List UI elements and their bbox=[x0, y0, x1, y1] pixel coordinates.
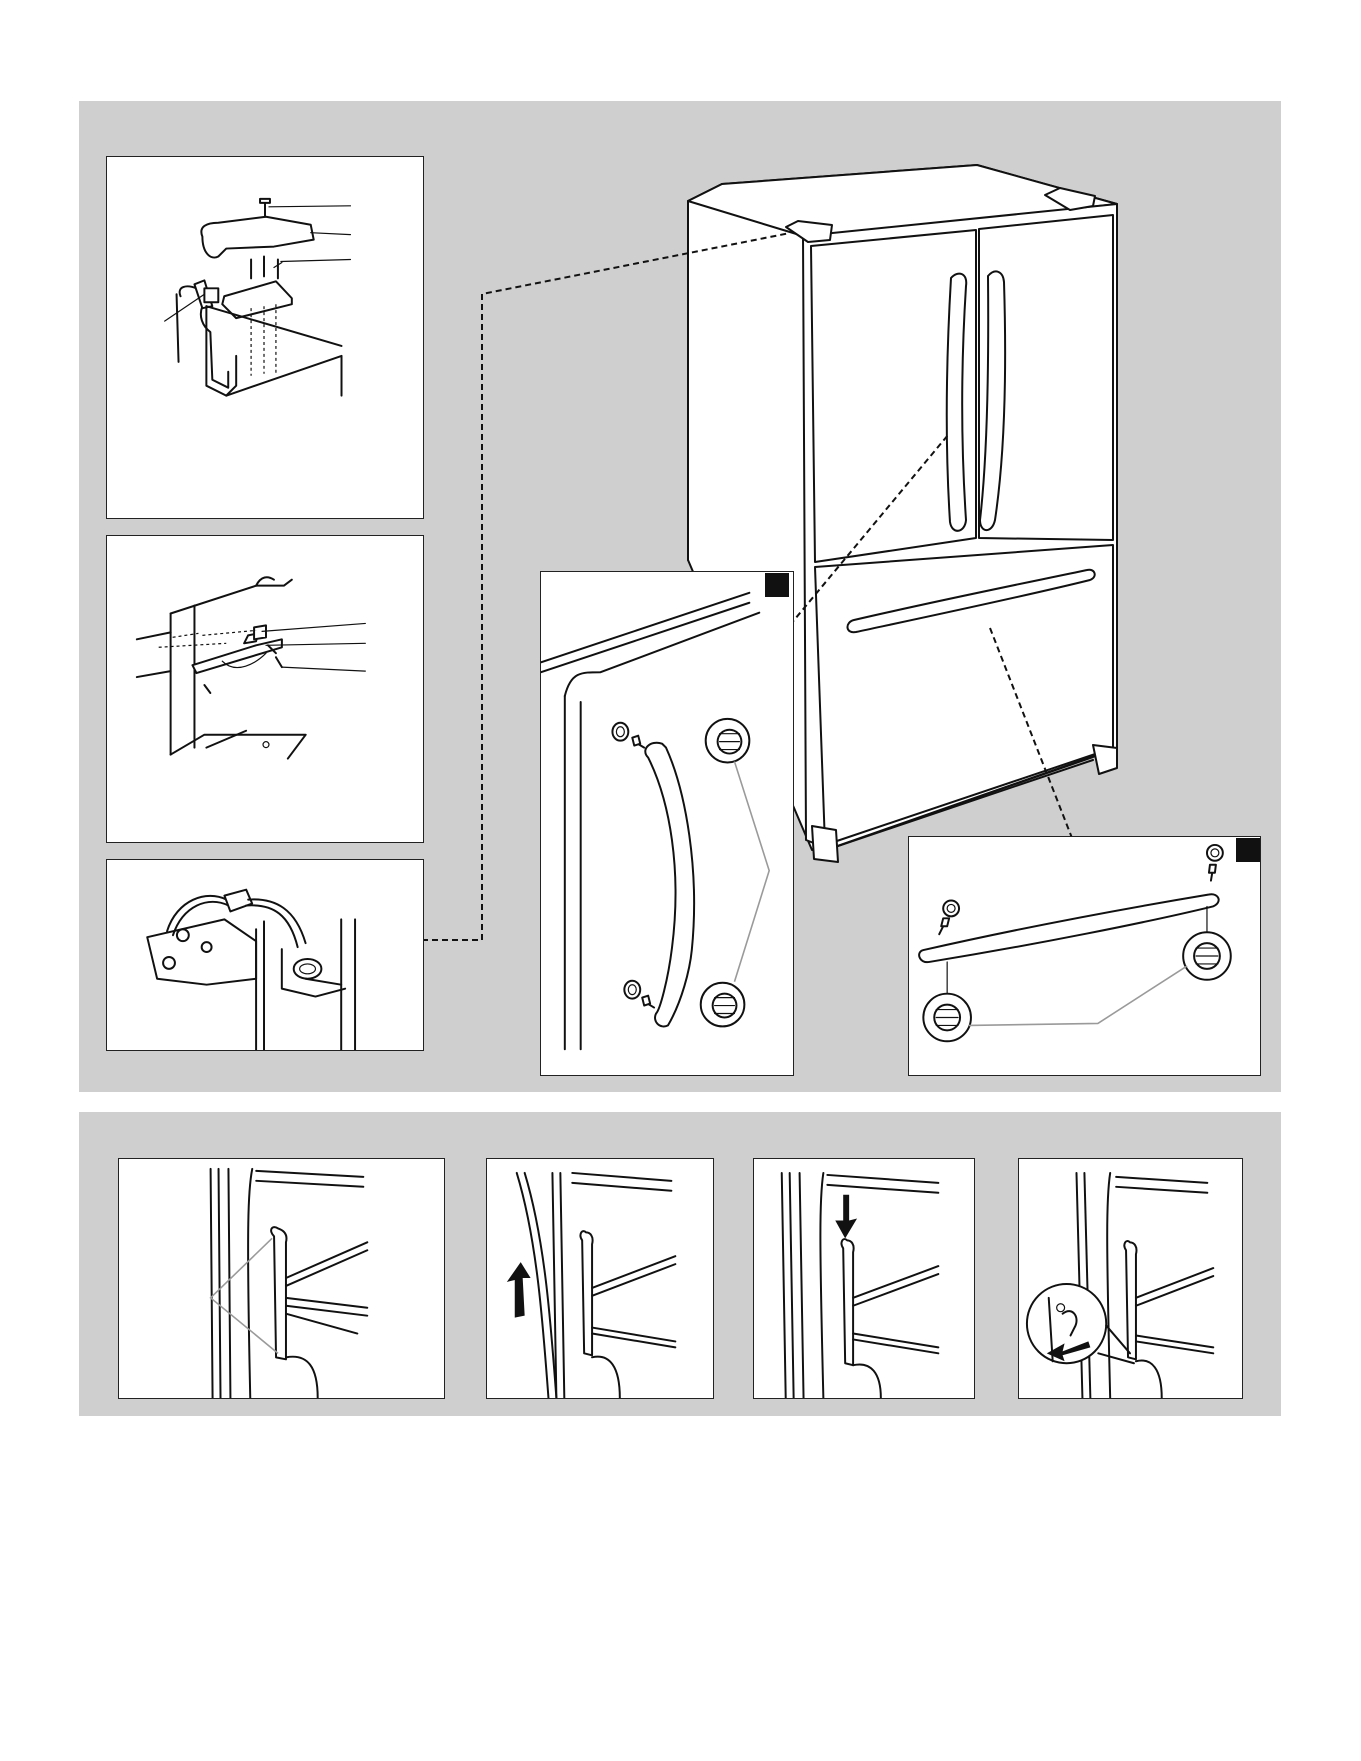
step-4-figure bbox=[1018, 1158, 1243, 1399]
step-1-figure bbox=[118, 1158, 445, 1399]
figure-marker-drawer-handle bbox=[1236, 838, 1260, 862]
down-arrow-icon bbox=[835, 1195, 857, 1239]
wiring-figure bbox=[106, 859, 424, 1051]
up-arrow-icon bbox=[507, 1262, 531, 1318]
drawer-handle-figure bbox=[908, 836, 1261, 1076]
drawer-handle-mounting-icon bbox=[909, 837, 1260, 1075]
lift-drawer-up-icon bbox=[487, 1159, 713, 1398]
secure-drawer-detail-icon bbox=[1019, 1159, 1242, 1398]
figure-marker-door-handle bbox=[765, 573, 789, 597]
hinge-cover-exploded-icon bbox=[107, 157, 423, 518]
drawer-rail-hooks-icon bbox=[119, 1159, 444, 1398]
hinge-cover-figure bbox=[106, 156, 424, 519]
step-3-figure bbox=[753, 1158, 975, 1399]
lower-hinge-figure bbox=[106, 535, 424, 843]
lower-hinge-bracket-icon bbox=[107, 536, 423, 842]
lower-drawer-onto-hooks-icon bbox=[754, 1159, 974, 1398]
door-handle-figure bbox=[540, 571, 794, 1076]
step-2-figure bbox=[486, 1158, 714, 1399]
door-handle-mounting-icon bbox=[541, 572, 793, 1075]
wiring-harness-icon bbox=[107, 860, 423, 1050]
